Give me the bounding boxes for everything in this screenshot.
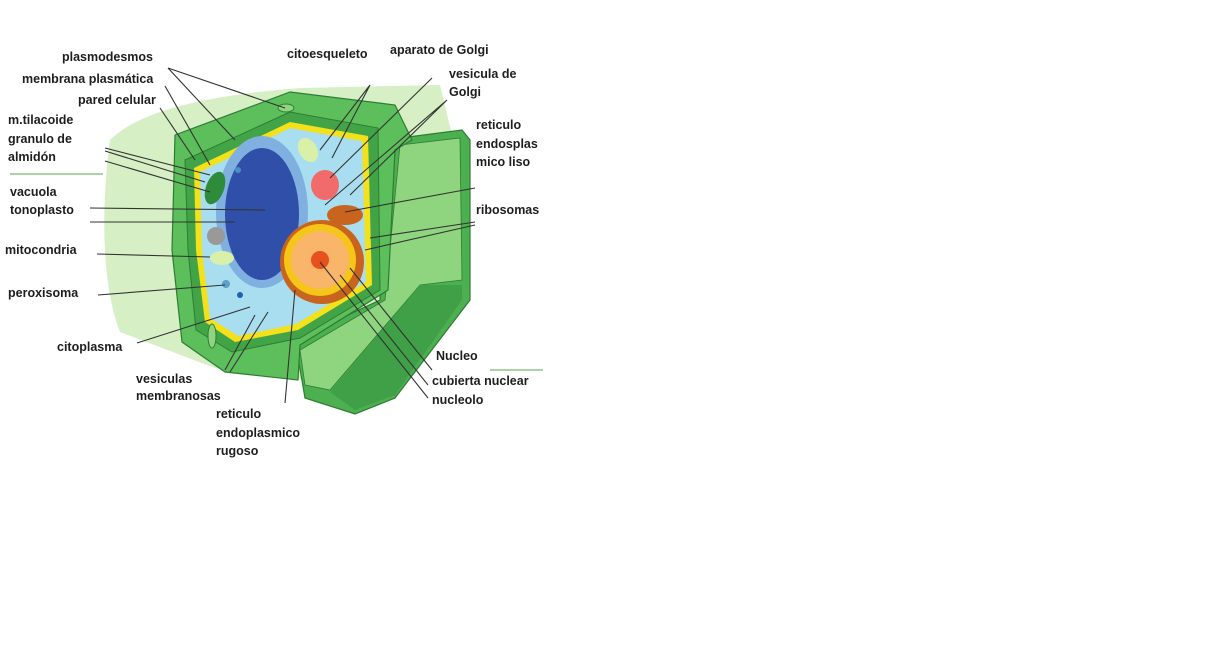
label-rer-1: reticulo <box>216 407 262 421</box>
label-citoesqueleto: citoesqueleto <box>287 47 368 61</box>
starch-grain <box>207 227 225 245</box>
label-pared-celular: pared celular <box>78 93 156 107</box>
label-membranosas: membranosas <box>136 389 221 403</box>
label-rer-3: rugoso <box>216 444 259 458</box>
label-vesiculas: vesiculas <box>136 372 192 386</box>
vesicle <box>235 167 241 173</box>
label-granulo: granulo de <box>8 132 72 146</box>
label-vacuola: vacuola <box>10 185 58 199</box>
cell-wall-side-dark <box>330 285 462 410</box>
nucleolus <box>311 251 329 269</box>
wall-plastid <box>207 323 217 349</box>
peroxisome <box>222 280 230 288</box>
label-rel-2: endosplas <box>476 137 538 151</box>
cell-wall-side-light <box>299 137 463 391</box>
label-tilacoide: m.tilacoide <box>8 113 73 127</box>
label-vesicula-golgi-1: vesicula de <box>449 67 516 81</box>
plasmodesma <box>277 103 295 113</box>
label-vesicula-golgi-2: Golgi <box>449 85 481 99</box>
leader-lines <box>89 67 476 404</box>
label-plasmodesmos: plasmodesmos <box>62 50 153 64</box>
label-cubierta-nuclear: cubierta nuclear <box>432 374 529 388</box>
mitochondrion <box>210 251 234 265</box>
mitochondrion-top <box>297 137 319 163</box>
vacuole <box>225 148 299 280</box>
label-rer-2: endoplasmico <box>216 426 300 440</box>
label-mitocondria: mitocondria <box>5 243 78 257</box>
label-ribosomas: ribosomas <box>476 203 539 217</box>
label-aparato-golgi: aparato de Golgi <box>390 43 489 57</box>
label-almidon: almidón <box>8 150 56 164</box>
chloroplast <box>204 171 226 205</box>
label-nucleolo: nucleolo <box>432 393 484 407</box>
vesicle <box>237 292 243 298</box>
label-citoplasma: citoplasma <box>57 340 123 354</box>
label-rel-3: mico liso <box>476 155 531 169</box>
label-rel-1: reticulo <box>476 118 522 132</box>
label-nucleo: Nucleo <box>436 349 478 363</box>
golgi-apparatus <box>311 170 339 200</box>
label-tonoplasto: tonoplasto <box>10 203 74 217</box>
label-peroxisoma: peroxisoma <box>8 286 79 300</box>
label-membrana-plasmatica: membrana plasmática <box>22 72 154 86</box>
